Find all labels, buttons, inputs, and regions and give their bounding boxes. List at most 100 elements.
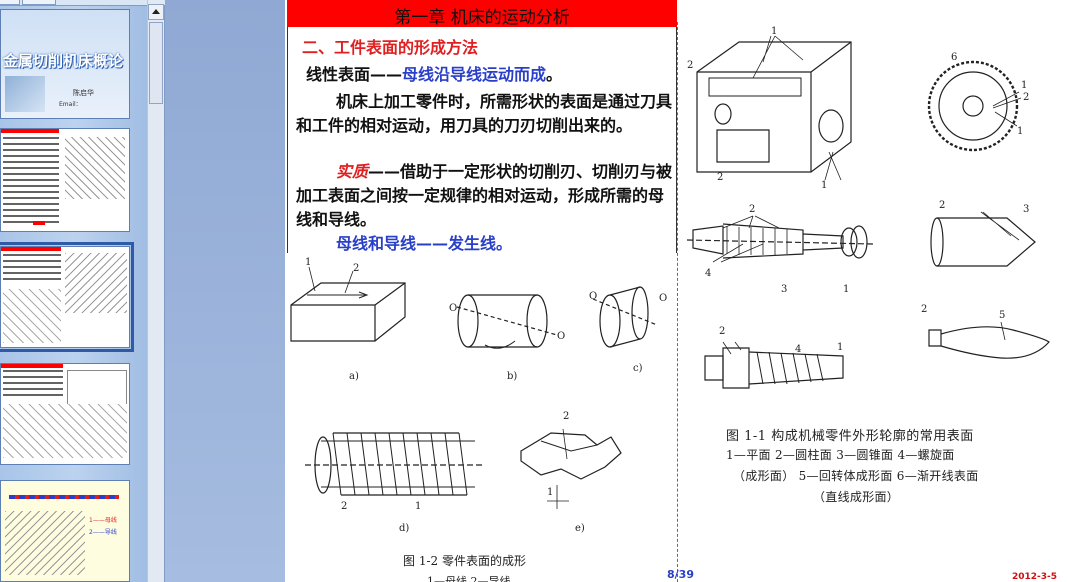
slide-thumbnail-panel: 幻 纲要 金属切削机床概论 陈启华 Email：: [0, 0, 165, 582]
figure-e-gear: 2 1 e): [520, 411, 622, 534]
label-1-e: 1: [547, 487, 553, 498]
figure-1-1-caption: 图 1-1 构成机械零件外形轮廓的常用表面: [726, 429, 974, 444]
thumbnail-photo: [5, 76, 45, 112]
label-2-cone: 2: [939, 200, 945, 211]
thumbnail-email: Email：: [59, 101, 82, 108]
slide-thumbnail-2[interactable]: [0, 128, 130, 232]
thumbnail-figure: [67, 370, 127, 408]
figure-b-cylinder: O O b): [449, 294, 565, 382]
thumbnail-title-bar: [1, 364, 63, 368]
label-a: a): [349, 371, 359, 382]
paragraph-1: 机床上加工零件时，所需形状的表面是通过刀具和工件的相对运动，用刀具的刀刃切削出来…: [296, 92, 673, 135]
label-4-shaft: 4: [705, 268, 711, 279]
figure-1-1-legend-1: 1—平面 2—圆柱面 3—圆锥面 4—螺旋面: [726, 448, 955, 462]
label-3-cone: 3: [1023, 204, 1029, 215]
label-2-handle: 2: [921, 304, 927, 315]
slide-thumbnail-4[interactable]: [0, 363, 130, 465]
thumbnail-legend-1: 1——母线: [89, 517, 117, 524]
thumbnail-legend-2: 2——导线: [89, 529, 117, 536]
label-o-c2: O: [659, 293, 667, 304]
label-4-worm: 4: [795, 344, 801, 355]
paragraph-2-body: ——借助于一定形状的切削刃、切削刃与被加工表面之间按一定规律的相对运动，形成所需…: [296, 162, 673, 229]
figure-1-1: 1 2 2 1 6 1 2 1: [686, 26, 1050, 389]
figure-gear: 6 1 2 1: [927, 52, 1029, 152]
label-d: d): [399, 523, 409, 534]
figure-1-2-legend: 1—母线 2—导线: [427, 575, 511, 582]
label-2-d: 2: [341, 501, 347, 512]
thumbnail-author: 陈启华: [73, 89, 94, 97]
arrow-up-icon: [152, 9, 160, 14]
slide-date: 2012-3-5: [1012, 572, 1058, 582]
label-2-a: 2: [353, 263, 359, 274]
figure-a-block: 1 2 a): [290, 257, 406, 382]
label-o-b1: O: [449, 303, 457, 314]
slide-canvas: 第一章 机床的运动分析 二、工件表面的形成方法 线性表面——母线沿导线运动而成。…: [285, 0, 1068, 582]
label-o-c1: O: [589, 291, 597, 302]
thumbnail-title: 金属切削机床概论: [3, 52, 124, 70]
scroll-up-button[interactable]: [148, 4, 164, 20]
column-divider: [677, 22, 678, 582]
thumbnail-scrollbar[interactable]: [147, 0, 164, 582]
thumbnail-text: [3, 137, 59, 227]
figure-housing: 1 2 2 1: [687, 26, 852, 191]
figure-1-2-caption: 图 1-2 零件表面的成形: [403, 554, 526, 568]
label-2-shaft: 2: [749, 204, 755, 215]
figure-1-1-legend-3: （直线成形面）: [813, 490, 900, 504]
figure-d-thread: 2 1 d): [305, 432, 485, 534]
thumbnail-figure-right: [65, 253, 127, 313]
definition-line: 线性表面——母线沿导线运动而成。: [306, 61, 562, 85]
scroll-thumb[interactable]: [149, 22, 163, 104]
thumbnail-title-bar: [1, 247, 61, 251]
thumbnail-red-mark: [33, 221, 45, 225]
label-1-gear: 1: [1021, 80, 1027, 91]
thumbnail-title-bar: [1, 129, 59, 133]
figure-1-2: 1 2 a) O O b) O O: [290, 257, 667, 534]
thumbnail-figure: [65, 137, 125, 199]
label-2-housing-a: 2: [687, 60, 693, 71]
tab-slides[interactable]: 幻: [0, 0, 20, 5]
slide-thumbnail-5[interactable]: 1——母线 2——导线: [0, 480, 130, 582]
panel-tab-bar: 幻 纲要: [0, 0, 165, 6]
label-2-e: 2: [563, 411, 569, 422]
label-1-housing: 1: [771, 26, 777, 37]
figure-cone-pin: 2 3: [930, 200, 1036, 267]
label-b: b): [507, 371, 517, 382]
label-c: c): [633, 363, 643, 374]
label-1-d: 1: [415, 501, 421, 512]
text-box[interactable]: 二、工件表面的形成方法 线性表面——母线沿导线运动而成。 机床上加工零件时，所需…: [287, 27, 677, 253]
thumbnail-heading: [9, 495, 119, 499]
page-number: 8/39: [667, 568, 694, 581]
figure-c-cone: O O c): [589, 286, 667, 374]
paragraph-3: 母线和导线——发生线。: [336, 234, 513, 253]
tab-outline[interactable]: 纲要: [22, 0, 56, 5]
figure-handle: 2 5: [921, 304, 1050, 359]
thumbnail-figure-left: [3, 289, 61, 343]
figure-shaft: 2 4 3 1: [686, 204, 874, 295]
definition-suffix: 。: [546, 65, 563, 84]
label-o-b2: O: [557, 331, 565, 342]
thumbnail-figure: [5, 511, 85, 575]
essence-keyword: 实质: [336, 162, 369, 181]
label-1-worm: 1: [837, 342, 843, 353]
label-e: e): [575, 523, 585, 534]
workspace-background: [165, 0, 285, 582]
title-bar: 第一章 机床的运动分析: [287, 0, 677, 28]
label-1-gear-b: 1: [1017, 126, 1023, 137]
subheading: 二、工件表面的形成方法: [302, 38, 479, 57]
slide-thumbnail-1[interactable]: 金属切削机床概论 陈启华 Email：: [0, 9, 130, 119]
label-3-shaft: 3: [781, 284, 787, 295]
figure-worm: 2 4 1: [704, 326, 844, 389]
label-1-shaft: 1: [843, 284, 849, 295]
paragraph-2: 实质——借助于一定形状的切削刃、切削刃与被加工表面之间按一定规律的相对运动，形成…: [296, 160, 676, 232]
label-2-gear: 2: [1023, 92, 1029, 103]
thumbnail-text: [3, 254, 61, 284]
label-1-housing-b: 1: [821, 180, 827, 191]
slide-thumbnail-3-selected[interactable]: [0, 242, 134, 352]
thumbnail-text: [3, 370, 63, 400]
label-2-worm: 2: [719, 326, 725, 337]
slide-title: 第一章 机床的运动分析: [394, 8, 570, 28]
definition-prefix: 线性表面——: [306, 65, 403, 84]
label-2-housing-b: 2: [717, 172, 723, 183]
definition-highlight: 母线沿导线运动而成: [402, 65, 547, 84]
